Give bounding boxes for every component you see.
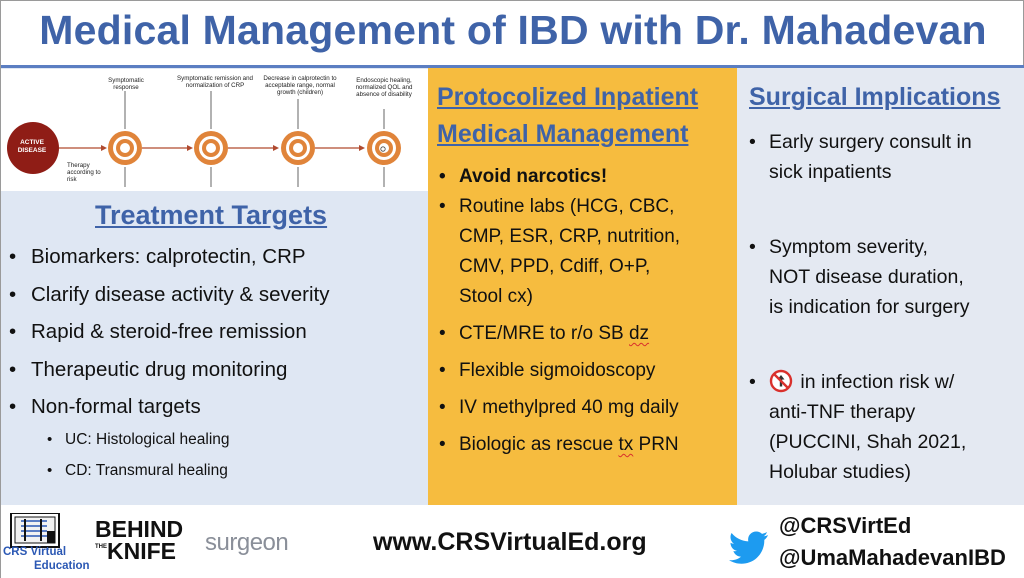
behind-the-knife-logo-line2: KNIFE [107,538,176,564]
website-url[interactable]: www.CRSVirtualEd.org [373,528,647,556]
list-item: in infection risk w/ anti-TNF therapy (P… [741,367,1024,487]
twitter-bird-icon [729,531,768,564]
target-4-icon [367,109,401,187]
step-label-3: Decrease in calprotectin to acceptable r… [263,75,337,96]
list-item: Routine labs (HCG, CBC, CMP, ESR, CRP, n… [431,192,737,312]
list-item: Biomarkers: calprotectin, CRP [1,238,428,276]
step-label-1: Symptomatic response [108,77,144,91]
step-label-4: Endoscopic healing, normalized QOL and a… [355,77,413,98]
target-1-icon [108,91,142,187]
behind-the-knife-logo-line1: BEHIND [95,516,184,542]
surgical-implications-heading: Surgical Implications [749,83,1001,111]
crs-logo-text-line1: CRS Virtual [3,546,67,558]
behind-the-knife-logo-the: THE [95,544,107,550]
twitter-handle-crs[interactable]: @CRSVirtEd [779,513,912,538]
list-item: Early surgery consult in sick inpatients [741,127,1024,187]
list-item: Therapeutic drug monitoring [1,351,428,389]
treatment-timeline-diagram: Symptomatic response Symptomatic remissi… [1,69,428,191]
inpatient-heading-line2: Medical Management [437,120,689,148]
list-item: Non-formal targets [1,388,428,426]
title-divider [1,65,1024,68]
list-item: Clarify disease activity & severity [1,276,428,314]
treatment-targets-list: Biomarkers: calprotectin, CRP Clarify di… [1,238,428,426]
active-disease-circle [7,122,59,174]
crs-logo-text-line2: Education [34,560,90,572]
target-2-icon [194,91,228,187]
inpatient-management-list: Avoid narcotics! Routine labs (HCG, CBC,… [431,161,737,460]
list-item: CD: Transmural healing [37,455,417,486]
no-up-arrow-icon [769,369,793,393]
surgical-implications-list: Early surgery consult in sick inpatients… [741,127,1024,487]
treatment-targets-heading: Treatment Targets [95,200,328,230]
twitter-handle-mahadevan[interactable]: @UmaMahadevanIBD [779,545,1006,570]
list-item: Rapid & steroid-free remission [1,313,428,351]
surgeon-logo: surgeon [205,529,289,556]
active-disease-label: ACTIVE DISEASE [17,139,47,154]
slide-title: Medical Management of IBD with Dr. Mahad… [39,7,987,53]
inpatient-heading-line1: Protocolized Inpatient [437,83,699,111]
list-item: Avoid narcotics! [431,161,737,192]
list-item: UC: Histological healing [37,424,417,455]
list-item: Flexible sigmoidoscopy [431,355,737,386]
crs-logo-icon [10,513,60,548]
target-3-icon [281,99,315,187]
footer-bar [1,505,1024,578]
therapy-label: Therapy according to risk [67,162,101,183]
step-label-2: Symptomatic remission and normalization … [177,75,253,89]
list-item: Biologic as rescue tx PRN [431,429,737,460]
list-item: CTE/MRE to r/o SB dz [431,318,737,349]
timeline-graphic [7,91,401,187]
non-formal-targets-sublist: UC: Histological healing CD: Transmural … [37,424,417,486]
list-item: Symptom severity, NOT disease duration, … [741,232,1024,322]
list-item: IV methylpred 40 mg daily [431,392,737,423]
